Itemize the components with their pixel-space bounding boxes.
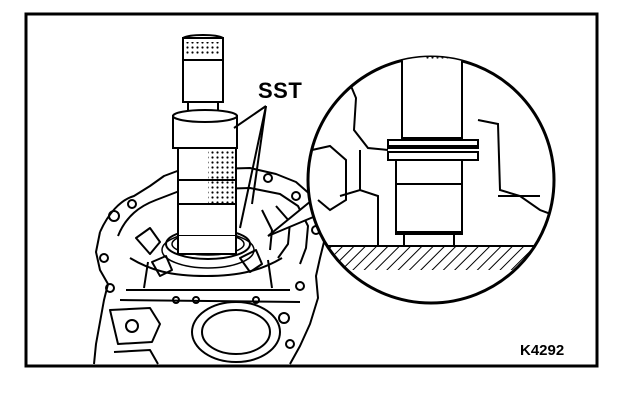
sst-tool <box>172 34 238 255</box>
seal-lip-upper <box>387 139 479 149</box>
figure-code-label: K4292 <box>520 342 565 359</box>
sst-leader-lines <box>233 105 267 229</box>
transmission-case <box>93 167 327 365</box>
sst-label: SST <box>258 78 303 103</box>
detail-view <box>306 55 556 305</box>
figure-frame <box>24 12 599 368</box>
case-section-hatch <box>308 246 554 270</box>
seal-lip-lower <box>387 151 479 161</box>
